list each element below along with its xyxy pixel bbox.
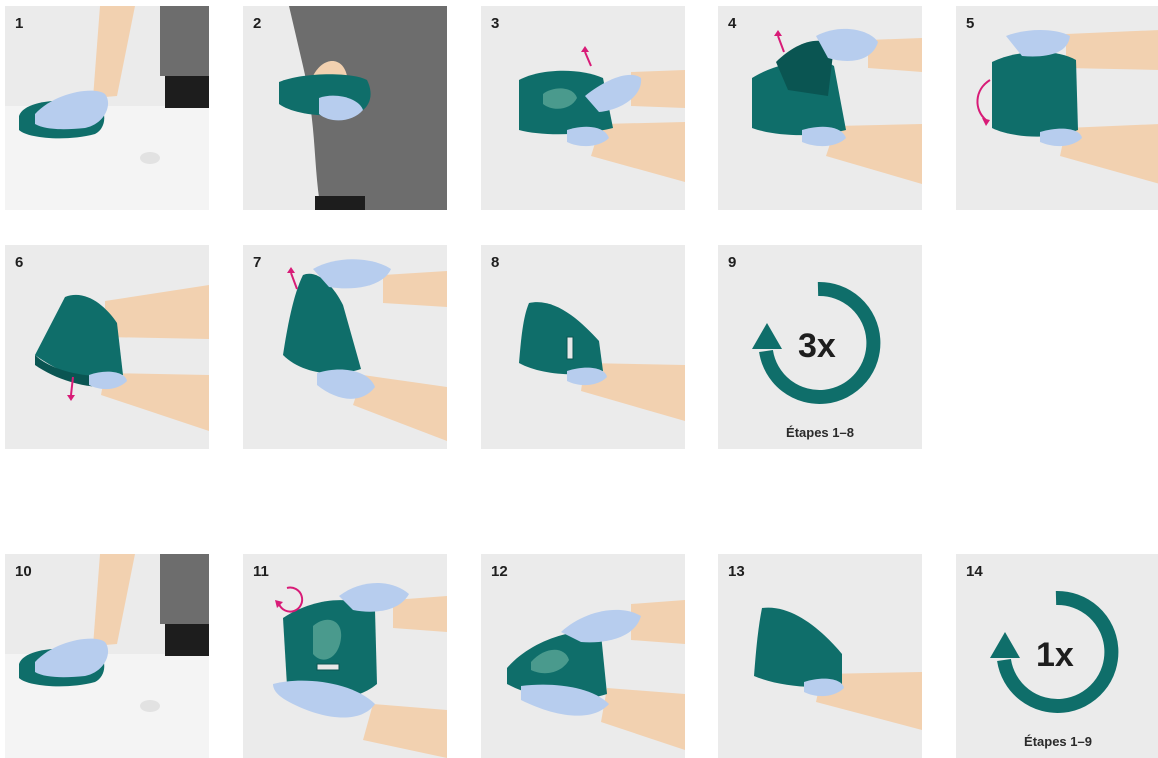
step-number: 8 <box>491 254 499 271</box>
cloth-wiping-table-icon <box>5 6 209 210</box>
step-number: 11 <box>253 563 269 580</box>
cloth-lift-corner-icon <box>243 245 447 449</box>
step-1-panel: 1 <box>5 6 209 210</box>
cloth-folded-in-hand-icon <box>243 6 447 210</box>
step-10-panel: 10 <box>5 554 209 758</box>
cloth-turn-over-icon <box>956 6 1158 210</box>
step-number: 6 <box>15 254 23 271</box>
cloth-refold-icon <box>481 554 685 758</box>
repeat-caption: Étapes 1–9 <box>956 734 1158 749</box>
cloth-lift-corner-icon <box>718 6 922 210</box>
cloth-unfold-rotate-icon <box>243 554 447 758</box>
step-number: 9 <box>728 254 736 271</box>
repeat-count-label: 1x <box>1036 636 1074 675</box>
cloth-folded-in-hand-icon <box>481 245 685 449</box>
repeat-count-label: 3x <box>798 327 836 366</box>
step-2-panel: 2 <box>243 6 447 210</box>
step-4-panel: 4 <box>718 6 922 210</box>
step-number: 4 <box>728 15 736 32</box>
step-3-panel: 3 <box>481 6 685 210</box>
step-number: 3 <box>491 15 499 32</box>
step-13-panel: 13 <box>718 554 922 758</box>
step-number: 2 <box>253 15 261 32</box>
step-6-panel: 6 <box>5 245 209 449</box>
cloth-folded-in-hand-icon <box>718 554 922 758</box>
step-8-panel: 8 <box>481 245 685 449</box>
step-number: 7 <box>253 254 261 271</box>
step-7-panel: 7 <box>243 245 447 449</box>
step-12-panel: 12 <box>481 554 685 758</box>
step-number: 5 <box>966 15 974 32</box>
step-14-panel: 14 1x Étapes 1–9 <box>956 554 1158 758</box>
cloth-fold-up-icon <box>481 6 685 210</box>
step-9-panel: 9 3x Étapes 1–8 <box>718 245 922 449</box>
step-11-panel: 11 <box>243 554 447 758</box>
step-number: 12 <box>491 563 508 580</box>
cloth-wiping-table-icon <box>5 554 209 758</box>
step-number: 1 <box>15 15 23 32</box>
cloth-fold-down-icon <box>5 245 209 449</box>
step-number: 10 <box>15 563 32 580</box>
step-5-panel: 5 <box>956 6 1158 210</box>
repeat-caption: Étapes 1–8 <box>718 425 922 440</box>
step-number: 13 <box>728 563 745 580</box>
step-number: 14 <box>966 563 983 580</box>
